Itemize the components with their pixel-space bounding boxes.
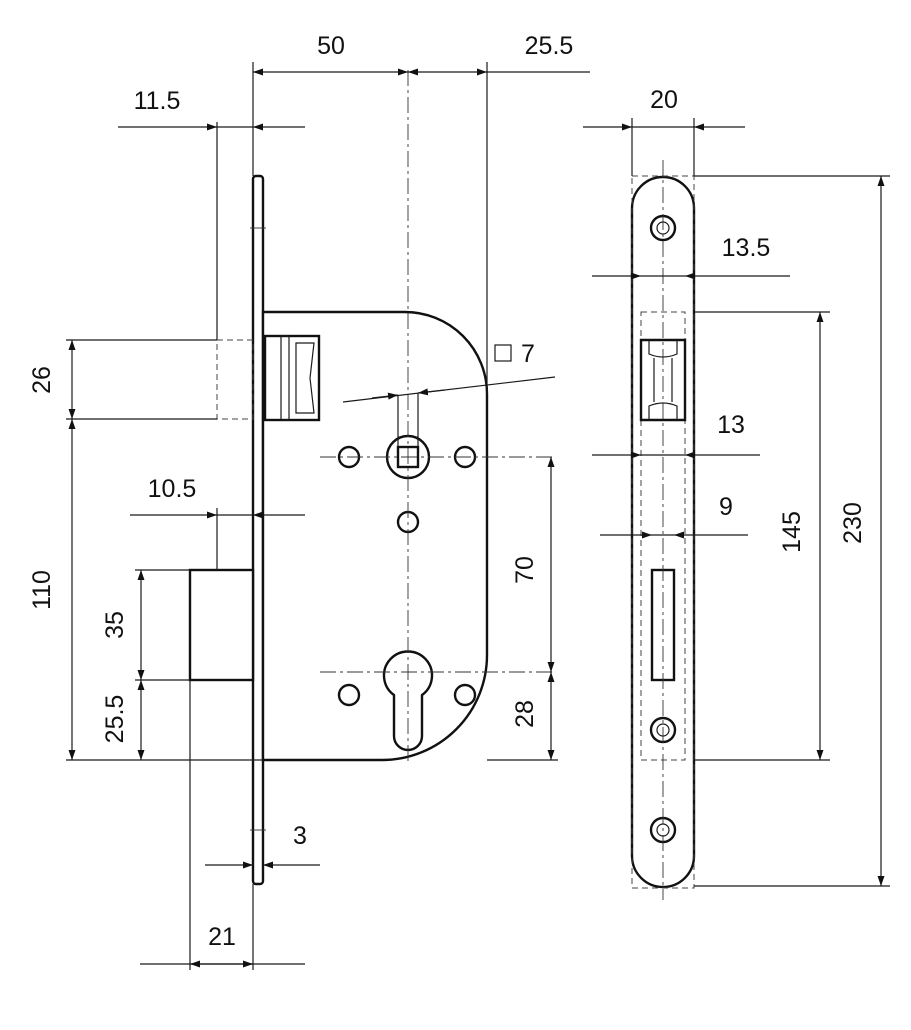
dim-latch-height: 26 [28,366,56,394]
lock-case [261,310,489,762]
lock-body-view [188,70,555,886]
square-spindle-icon [494,344,512,362]
dim-latch-to-bottom: 110 [28,570,56,610]
latch-bolt [216,334,321,422]
dim-bolt-height: 35 [101,611,129,639]
screw-hole [337,683,361,707]
dim-cylinder-to-bottom: 28 [511,700,539,728]
dim-faceplate-thickness: 3 [293,822,307,850]
dim-strike-width: 20 [650,86,678,114]
dim-faceplate-offset: 11.5 [134,87,181,115]
dim-spindle-square: 7 [521,340,535,368]
dim-bolt-window: 9 [719,493,733,521]
faceplate [251,174,265,886]
strike-plate-view [630,160,696,900]
dim-bolt-depth: 21 [208,923,236,951]
dim-bolt-offset: 10.5 [148,475,197,503]
dim-window-span: 145 [778,511,806,553]
dim-latch-window: 13 [717,411,745,439]
dimension-lines [68,68,590,968]
screw-hole [453,683,477,707]
lock-body-labels: 50 25.5 11.5 26 10.5 110 35 25.5 70 28 3… [28,32,573,951]
dead-bolt [188,568,255,682]
strike-dimension-lines [583,118,890,887]
strike-plate-labels: 20 13.5 13 9 145 230 [650,86,867,553]
dim-bolt-projection: 25.5 [525,32,574,60]
dim-bolt-to-bottom: 25.5 [101,695,129,744]
dim-spindle-to-cylinder: 70 [511,556,539,584]
extension-lines [66,62,558,970]
dim-backset: 50 [317,32,345,60]
dim-strike-inner-width: 13.5 [722,234,771,262]
dim-total-length: 230 [839,502,867,544]
